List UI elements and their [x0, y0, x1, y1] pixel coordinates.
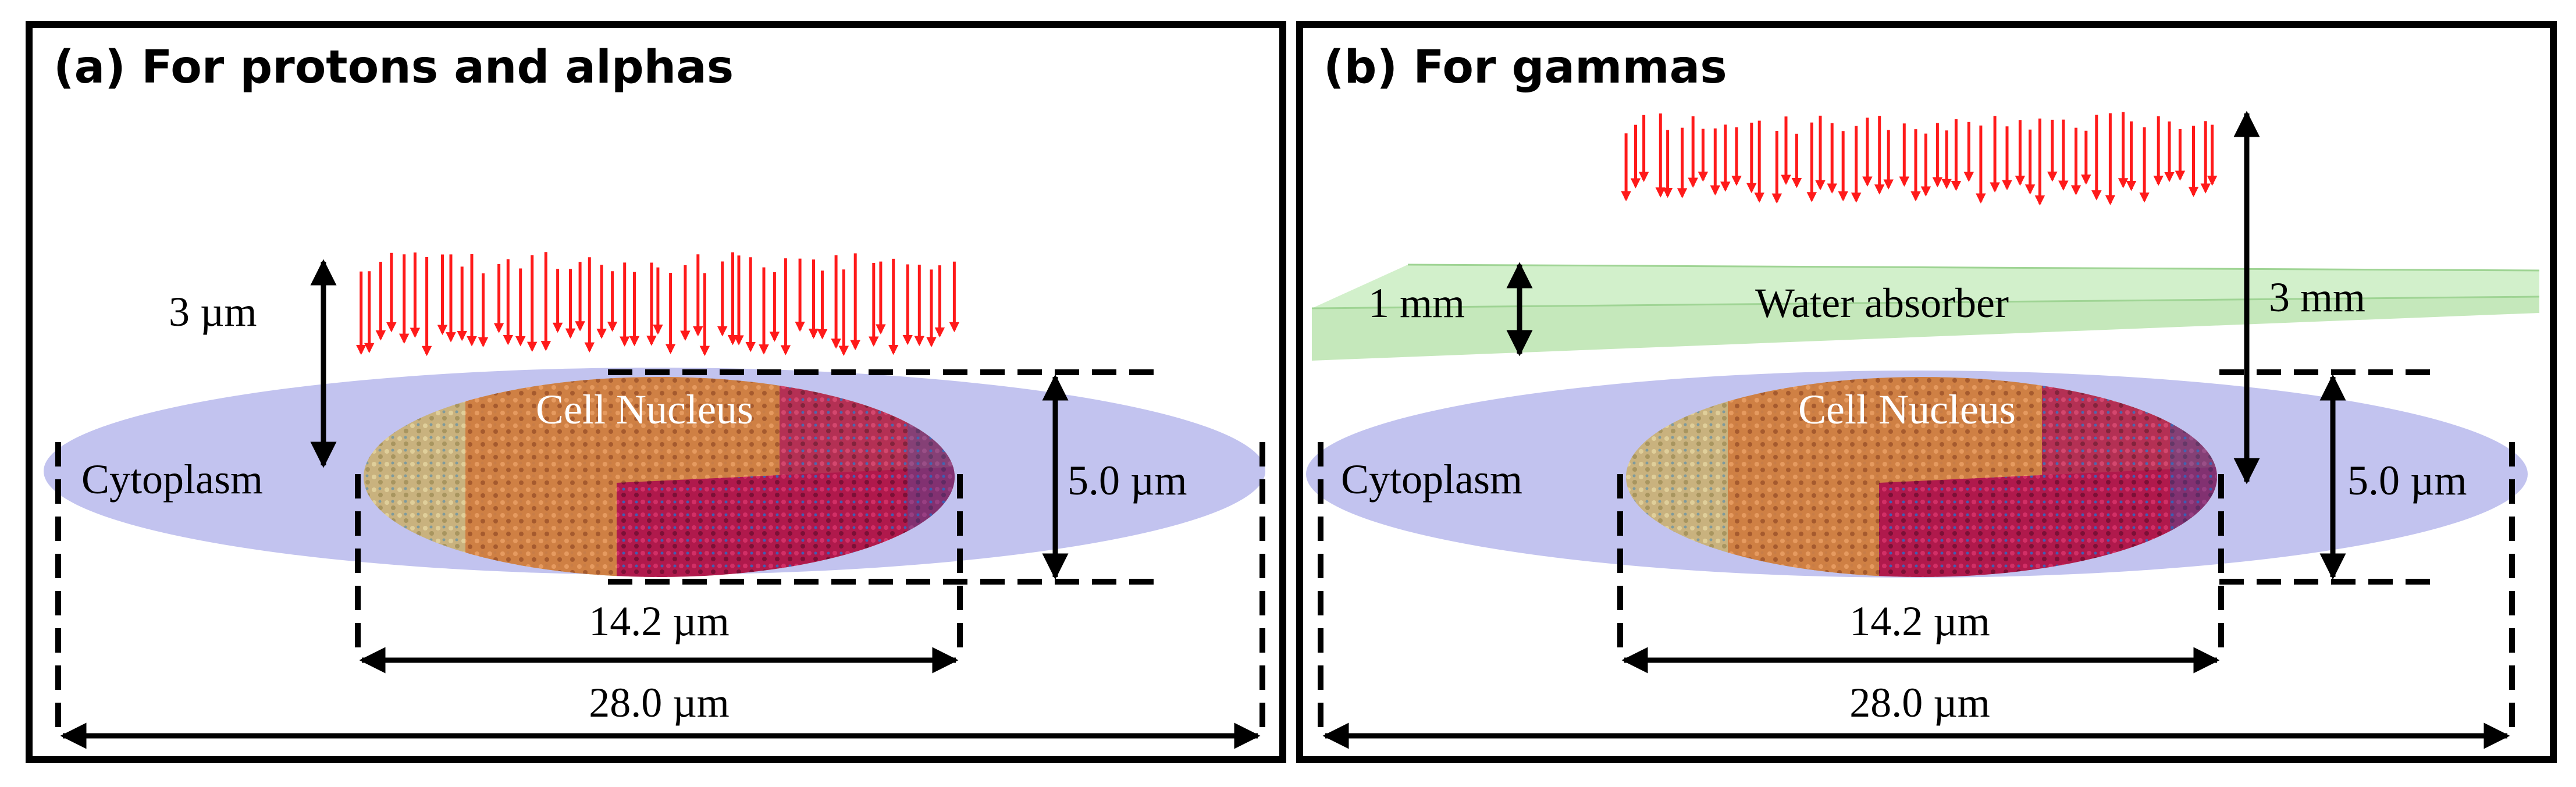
proton-alpha-beam — [355, 252, 960, 357]
absorber-label: Water absorber — [1755, 280, 2009, 326]
panel-gammas: (b) For gammas Water absorber Cell Nucle… — [1296, 21, 2557, 763]
panel-frame — [1296, 21, 2557, 763]
water-absorber — [1311, 263, 2540, 361]
height-label: 3 mm — [2269, 274, 2365, 321]
cytoplasm-label: Cytoplasm — [1341, 456, 1522, 503]
nucleus-width-label: 14.2 µm — [589, 598, 730, 644]
panel-protons-alphas: (a) For protons and alphas Cell Nucleus … — [26, 21, 1286, 763]
nucleus-width-label: 14.2 µm — [1849, 598, 1990, 644]
nucleus-label: Cell Nucleus — [536, 386, 753, 433]
panel-frame — [26, 21, 1286, 763]
gamma-beam — [1621, 112, 2218, 206]
panel-title: (b) For gammas — [1323, 41, 1727, 94]
dimension-guides — [55, 369, 1265, 736]
dimension-guides — [1318, 369, 2515, 736]
cell-width-label: 28.0 µm — [589, 679, 730, 726]
panel-title: (a) For protons and alphas — [54, 41, 734, 94]
absorber-thickness-label: 1 mm — [1368, 280, 1465, 326]
nucleus-height-label: 5.0 µm — [1068, 457, 1187, 504]
nucleus-height-label: 5.0 µm — [2347, 457, 2467, 504]
height-label: 3 µm — [169, 289, 257, 335]
nucleus-label: Cell Nucleus — [1798, 386, 2016, 433]
cell-width-label: 28.0 µm — [1849, 679, 1990, 726]
cytoplasm-label: Cytoplasm — [81, 456, 263, 503]
